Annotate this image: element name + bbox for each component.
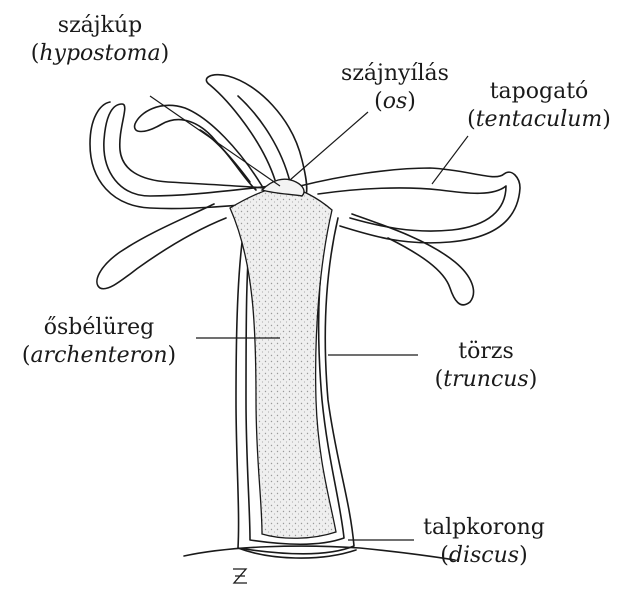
leader-mouth: [290, 112, 368, 180]
tentacle-back-arch-inner: [238, 96, 290, 182]
label-hypostome-latin: hypostoma: [39, 41, 160, 66]
label-hypostome: szájkúp (hypostoma): [20, 12, 180, 68]
label-gastric-cavity-latin: archenteron: [30, 343, 167, 368]
tentacle-back-left-low: [97, 204, 226, 289]
label-mouth-latin: os: [383, 89, 408, 114]
label-gastric-cavity: ősbélüreg (archenteron): [4, 314, 194, 370]
label-hypostome-name: szájkúp: [20, 12, 180, 40]
tentacle-front-right-inner: [318, 186, 506, 231]
tentacle-back-right-low: [352, 214, 474, 305]
label-mouth-name: szájnyílás: [320, 60, 470, 88]
label-basal-disc-latin: discus: [449, 543, 519, 568]
leader-tentacle: [432, 136, 468, 184]
label-trunk: törzs (truncus): [416, 338, 556, 394]
leader-hypostome: [150, 96, 280, 186]
tentacle-front-right-outer: [300, 168, 520, 243]
label-trunk-name: törzs: [416, 338, 556, 366]
signature-mark: [230, 566, 250, 588]
tentacle-back-loop: [135, 105, 262, 190]
label-tentacle-name: tapogató: [456, 78, 622, 106]
label-mouth: szájnyílás (os): [320, 60, 470, 116]
label-basal-disc: talpkorong (discus): [404, 514, 564, 570]
tentacle-front-left-outer: [104, 104, 272, 196]
label-basal-disc-name: talpkorong: [404, 514, 564, 542]
label-trunk-latin: truncus: [443, 367, 528, 392]
label-tentacle-latin: tentaculum: [476, 107, 603, 132]
label-tentacle: tapogató (tentaculum): [456, 78, 622, 134]
tentacle-front-left-inner: [90, 102, 270, 209]
label-gastric-cavity-name: ősbélüreg: [4, 314, 194, 342]
